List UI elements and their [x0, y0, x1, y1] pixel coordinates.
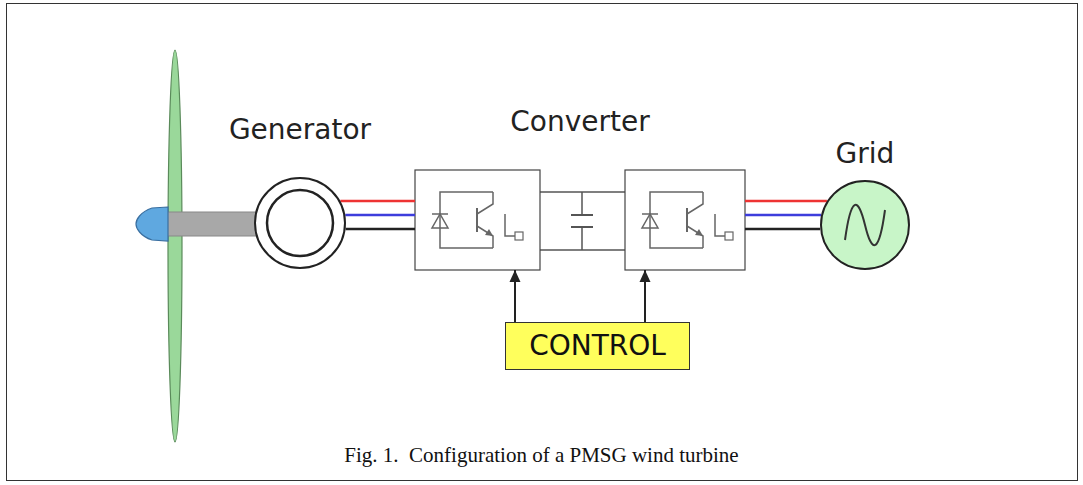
- component-area: [415, 170, 745, 270]
- phase-wire-black: [745, 228, 820, 231]
- phase-wire-black: [346, 228, 415, 231]
- capacitor-plate: [571, 214, 593, 216]
- component-heading: Generator: [227, 114, 374, 146]
- control-signal-arrow: [640, 270, 651, 322]
- igbt-collector: [687, 192, 703, 214]
- component-circle: [254, 177, 346, 269]
- diode-bar: [642, 213, 658, 215]
- diode-bar: [432, 213, 448, 215]
- phase-wire-blue: [345, 214, 415, 217]
- capacitor-lead: [581, 227, 583, 250]
- circle-outline: [255, 178, 345, 268]
- rectifier-bridge: [415, 170, 540, 270]
- capacitor-lead: [581, 192, 583, 215]
- sine-wave-symbol: [845, 205, 885, 245]
- generator-fill: [255, 178, 345, 268]
- figure-caption: Fig. 1. Configuration of a PMSG wind tur…: [0, 443, 1083, 467]
- circle-outline: [821, 181, 909, 269]
- igbt-emitter: [687, 226, 703, 248]
- igbt-collector: [477, 192, 493, 214]
- arrow-head: [640, 270, 651, 282]
- diode-symbol: [432, 214, 448, 228]
- gate-lead: [715, 214, 725, 236]
- component-circle: [820, 180, 910, 270]
- arrow-head: [509, 270, 520, 282]
- converter-box: [625, 170, 745, 270]
- generator-rotor: [267, 190, 333, 256]
- converter-node: Converter: [415, 106, 745, 270]
- box-label: CONTROL: [529, 330, 666, 362]
- phase-wire-red: [745, 200, 827, 203]
- gate-terminal: [515, 232, 523, 240]
- turbine-blade: [168, 50, 182, 442]
- igbt-gate-bar: [476, 208, 478, 232]
- turbine-hub: [136, 207, 168, 241]
- circle-outline-svg: [254, 177, 346, 269]
- igbt-arrow: [695, 229, 703, 236]
- switch-wire: [440, 192, 493, 248]
- phase-wire-blue: [745, 214, 821, 217]
- component-heading: Converter: [415, 106, 745, 138]
- three-phase-connection: [745, 201, 827, 229]
- circle-outline-svg: [820, 180, 910, 270]
- figure-border: [7, 4, 1078, 481]
- gate-lead: [505, 214, 515, 236]
- turbine-shaft: [165, 212, 265, 236]
- diode-symbol: [642, 214, 658, 228]
- igbt-gate-bar: [686, 208, 688, 232]
- igbt-emitter: [477, 226, 493, 248]
- three-phase-connection: [340, 201, 415, 229]
- grid-node: Grid: [820, 138, 910, 270]
- igbt-arrow: [485, 229, 493, 236]
- inverter-bridge: [625, 170, 745, 270]
- converter-box: [415, 170, 540, 270]
- control-signal-arrow: [509, 270, 520, 322]
- switch-wire: [650, 192, 703, 248]
- component-heading: Grid: [820, 138, 910, 170]
- gate-terminal: [725, 232, 733, 240]
- phase-wire-red: [340, 200, 415, 203]
- grid-fill: [821, 181, 909, 269]
- control-box: CONTROL: [505, 322, 690, 370]
- generator-node: Generator: [227, 114, 374, 269]
